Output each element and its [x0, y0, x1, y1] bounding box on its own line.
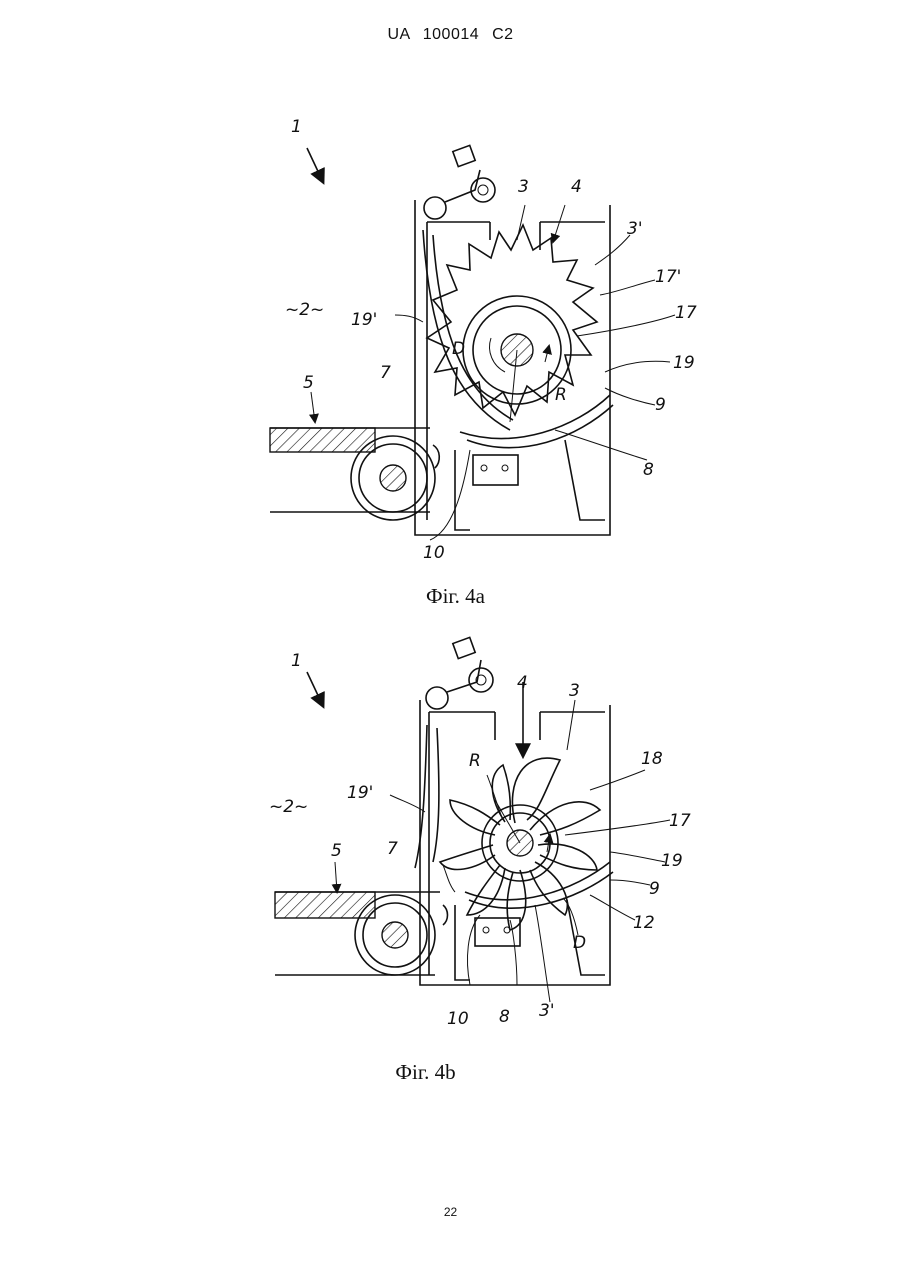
petal-rotor-4b [440, 758, 600, 930]
fig4b-label-19-prime: 19' [347, 783, 373, 803]
fig4b-label-19: 19 [661, 851, 683, 871]
fig4b-label-9: 9 [649, 879, 660, 899]
figure-4b-drawing: 1 4 3 R 18 ~2~ 19' 17 5 7 19 9 12 D 10 8… [255, 630, 715, 1040]
fig4a-label-17: 17 [675, 303, 697, 323]
fig4b-label-2: ~2~ [269, 797, 308, 817]
fig4a-label-10: 10 [423, 543, 445, 563]
fig4a-label-2: ~2~ [285, 300, 324, 320]
fig4b-label-1: 1 [291, 651, 302, 671]
page-number: 22 [0, 1205, 901, 1219]
patent-header: UA 100014 C2 [0, 26, 901, 44]
fig4b-label-3-prime: 3' [539, 1001, 555, 1021]
fig4a-label-19: 19 [673, 353, 695, 373]
fig4b-label-8: 8 [499, 1007, 510, 1027]
figure-4a-caption: Фіг. 4а [5, 584, 901, 609]
fig4b-label-7: 7 [387, 839, 398, 859]
fig4b-label-4: 4 [517, 673, 528, 693]
fig4a-label-19-prime: 19' [351, 310, 377, 330]
fig4a-label-D: D [452, 339, 465, 359]
fig4a-label-17-prime: 17' [655, 267, 681, 287]
fig4b-label-R: R [469, 751, 481, 771]
fig4a-label-R: R [555, 385, 567, 405]
fig4b-label-3: 3 [569, 681, 580, 701]
fig4a-label-4: 4 [571, 177, 582, 197]
fig4b-label-10: 10 [447, 1009, 469, 1029]
fig4a-label-7: 7 [380, 363, 391, 383]
fig4a-label-9: 9 [655, 395, 666, 415]
fig4a-label-8: 8 [643, 460, 654, 480]
figure-4b-svg: 1 4 3 R 18 ~2~ 19' 17 5 7 19 9 12 D 10 8… [255, 630, 715, 1040]
figure-4a-drawing: 1 ~2~ 3 4 3' 17' 17 19' D 19 5 7 R 9 8 1… [255, 110, 715, 570]
figure-4a-svg: 1 ~2~ 3 4 3' 17' 17 19' D 19 5 7 R 9 8 1… [255, 110, 715, 570]
fig4a-label-1: 1 [291, 117, 302, 137]
fig4a-label-5: 5 [303, 373, 314, 393]
fig4b-label-12: 12 [633, 913, 655, 933]
fig4a-label-3-prime: 3' [627, 219, 643, 239]
fig4b-label-18: 18 [641, 749, 663, 769]
fig4b-label-D: D [573, 933, 586, 953]
fig4b-label-17: 17 [669, 811, 691, 831]
toothed-rotor-4a [427, 225, 597, 422]
fig4b-label-5: 5 [331, 841, 342, 861]
figure-4b-caption: Фіг. 4b [0, 1060, 876, 1085]
fig4a-label-3: 3 [518, 177, 529, 197]
